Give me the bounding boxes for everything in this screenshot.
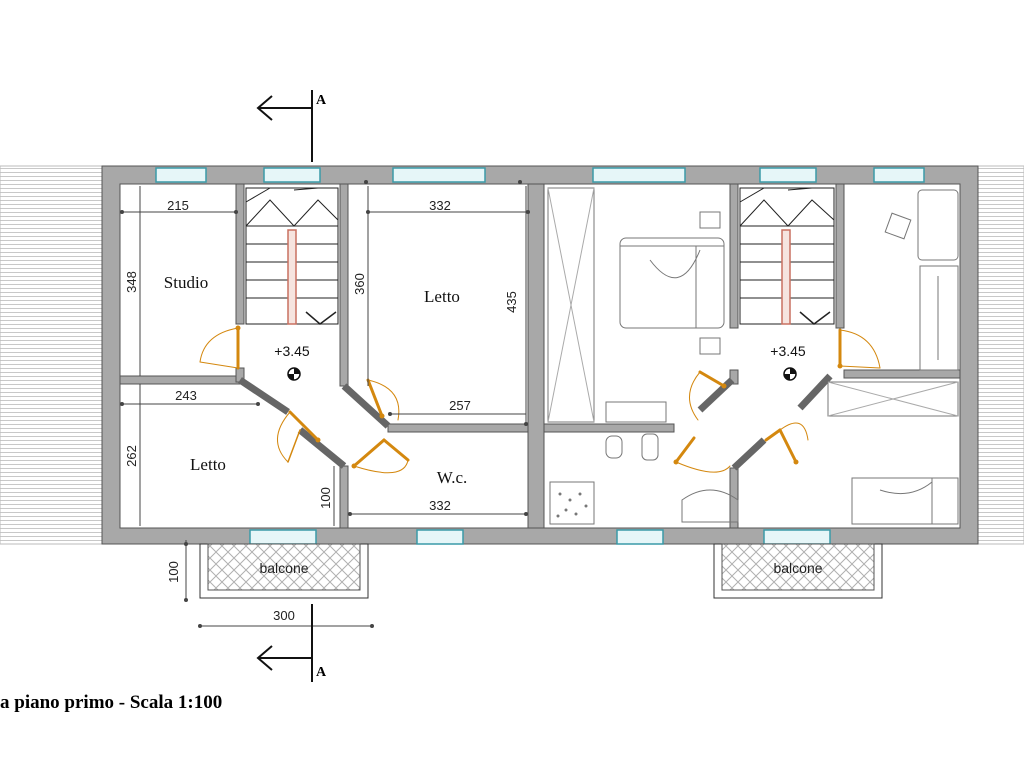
level-marker-right [783, 367, 797, 381]
plan-caption: a piano primo - Scala 1:100 [0, 692, 222, 713]
section-label-bottom: A [316, 665, 327, 680]
section-mark-top-arrow [256, 90, 313, 162]
dim-balcony-width: 300 [273, 608, 295, 623]
dimension-ticks [120, 180, 530, 628]
room-label-letto-bottom: Letto [190, 455, 226, 474]
stair-right-rail [781, 229, 791, 325]
dim-letto-top-height-right: 435 [504, 291, 519, 313]
dim-hall-width: 257 [449, 398, 471, 413]
dim-letto-top-height-left: 360 [352, 273, 367, 295]
level-marker-left [287, 367, 301, 381]
dim-letto-top-width: 332 [429, 198, 451, 213]
left-adjacent-area [0, 165, 103, 545]
dim-wc-height: 100 [318, 487, 333, 509]
dim-studio-width: 215 [167, 198, 189, 213]
diagonal-walls [238, 373, 833, 471]
balcony-label-left: balcone [259, 560, 308, 576]
dim-letto-bottom-width: 243 [175, 388, 197, 403]
balcony-label-right: balcone [773, 560, 822, 576]
outer-wall [101, 165, 979, 545]
right-adjacent-area [977, 165, 1024, 545]
room-label-letto-top: Letto [424, 287, 460, 306]
dim-studio-height: 348 [124, 271, 139, 293]
doors [199, 326, 881, 474]
dim-wc-width: 332 [429, 498, 451, 513]
stair-left-rail [287, 229, 297, 325]
dimension-lines [122, 186, 528, 627]
section-label-top: A [316, 93, 327, 108]
interior-walls [119, 183, 961, 529]
room-label-wc: W.c. [437, 468, 468, 487]
dim-letto-bottom-height: 262 [124, 445, 139, 467]
balcony-left [199, 543, 369, 599]
balcony-right [713, 543, 883, 599]
furniture [547, 187, 959, 525]
section-mark-bottom-arrow [256, 604, 313, 682]
shower-tiles [556, 492, 588, 518]
level-label-left: +3.45 [274, 343, 310, 359]
room-label-studio: Studio [164, 273, 208, 292]
door-hinges [235, 325, 843, 469]
windows [155, 167, 925, 545]
level-label-right: +3.45 [770, 343, 806, 359]
dim-balcony-depth: 100 [166, 561, 181, 583]
